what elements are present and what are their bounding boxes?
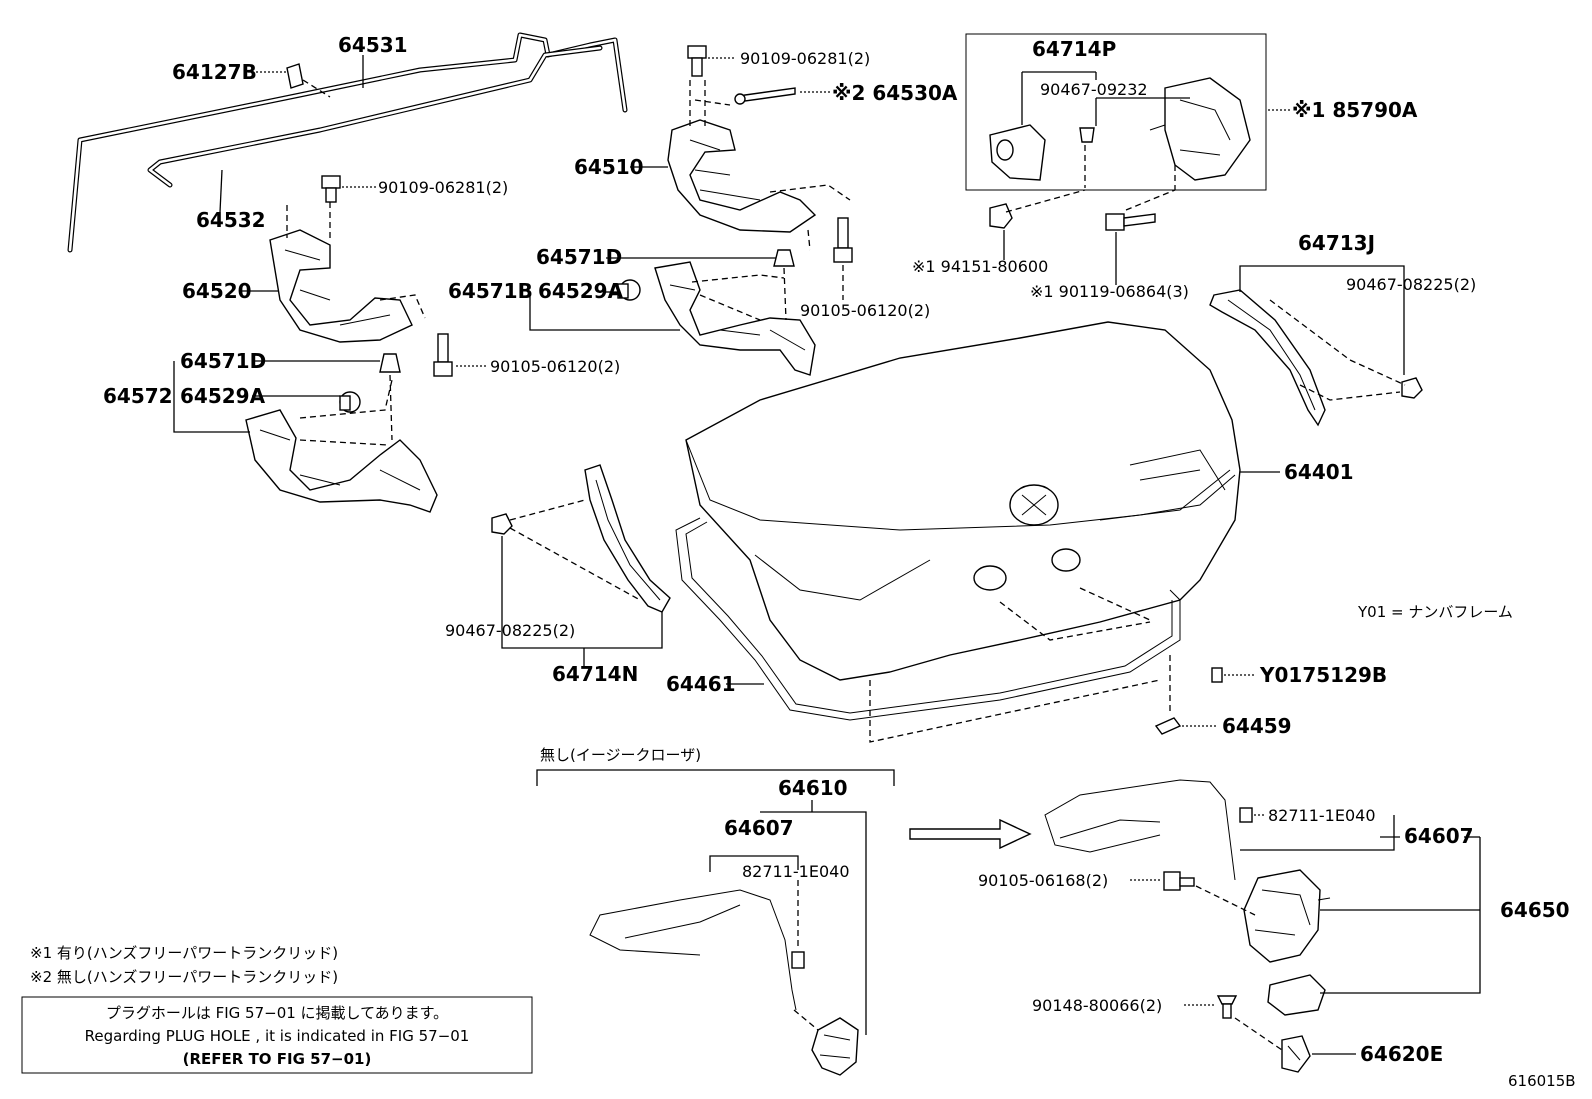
note-2: ※2 無し(ハンズフリーパワートランクリッド) (30, 968, 338, 986)
note-1: ※1 有り(ハンズフリーパワートランクリッド) (30, 944, 338, 962)
nut-94151 (989, 203, 1013, 229)
cover-64714P (989, 124, 1046, 181)
bolt-90119 (1105, 213, 1156, 231)
lock-actuator-85790A (1149, 77, 1251, 181)
label-90467-left: 90467-08225(2) (445, 621, 575, 640)
label-64572: 64572 (103, 384, 173, 408)
label-64610-lower: 64610 (778, 776, 848, 800)
bracket-64571B (654, 261, 816, 376)
plug-hole-note-jp: プラグホールは FIG 57−01 に掲載してあります。 (106, 1004, 448, 1022)
easy-closer-heading: 無し(イージークローザ) (540, 746, 701, 764)
label-64461: 64461 (666, 672, 736, 696)
plug-64459 (1154, 717, 1182, 735)
stay-rod-64530A (734, 87, 796, 105)
label-64510: 64510 (574, 155, 644, 179)
pad-64529A-lower (339, 391, 361, 413)
label-64531: 64531 (338, 33, 408, 57)
label-64607-right: 64607 (1404, 824, 1474, 848)
garnish-64714N (584, 464, 671, 613)
trunk-lid-64401 (685, 321, 1241, 681)
clip-90467-right (1401, 377, 1423, 399)
torsion-bar-64532 (147, 45, 603, 188)
clip-64127B (286, 63, 304, 89)
clip-90467-09232 (1079, 127, 1095, 143)
lock-detail-box (965, 33, 1267, 191)
label-64127B: 64127B (172, 60, 257, 84)
label-64571D-upper: 64571D (536, 245, 622, 269)
label-64714P: 64714P (1032, 37, 1116, 61)
bolt-90148 (1216, 995, 1238, 1019)
hinge-64520 (269, 229, 413, 343)
label-90105-upper: 90105-06120(2) (800, 301, 930, 320)
label-90105-lower: 90105-06120(2) (490, 357, 620, 376)
lock-64650-right (1243, 869, 1331, 963)
label-64520: 64520 (182, 279, 252, 303)
transition-arrow (909, 818, 1032, 850)
label-64607-left: 64607 (724, 816, 794, 840)
striker-64620E (1281, 1035, 1311, 1073)
plug-hole-refer: (REFER TO FIG 57−01) (183, 1050, 372, 1068)
label-90109-upper: 90109-06281(2) (740, 49, 870, 68)
label-64530A: ※2 64530A (832, 81, 958, 105)
label-64401: 64401 (1284, 460, 1354, 484)
label-90148: 90148-80066(2) (1032, 996, 1162, 1015)
number-frame-Y0175129B (1211, 667, 1223, 683)
striker-base (1267, 974, 1326, 1016)
lock-64650-left (811, 1017, 859, 1076)
label-64529A-lower: 64529A (180, 384, 266, 408)
bolt-90105-upper (833, 217, 853, 263)
label-85790A: ※1 85790A (1292, 98, 1418, 122)
label-94151: ※1 94151-80600 (912, 257, 1048, 276)
label-64532: 64532 (196, 208, 266, 232)
label-90119: ※1 90119-06864(3) (1030, 282, 1189, 301)
bracket-64572 (245, 409, 438, 513)
label-90467-09232: 90467-09232 (1040, 80, 1148, 99)
bolt-90109-lower (321, 175, 341, 203)
weatherstrip-64461 (675, 517, 1181, 721)
bolt-90109-upper (687, 45, 707, 77)
label-64713J: 64713J (1298, 231, 1375, 255)
clip-64571D-lower (379, 353, 401, 373)
label-Y0175129B: Y0175129B (1259, 663, 1387, 687)
label-64714N: 64714N (552, 662, 638, 686)
label-90467-right: 90467-08225(2) (1346, 275, 1476, 294)
cable-64607-right (1044, 779, 1253, 881)
y01-legend: Y01 = ナンバフレーム (1357, 603, 1513, 621)
garnish-64713J (1209, 289, 1326, 427)
pad-64529A-upper (617, 279, 641, 301)
bolt-90105-06168 (1163, 871, 1195, 891)
label-64650: 64650 (1500, 898, 1570, 922)
torsion-bar-64531 (67, 32, 628, 253)
label-64571B: 64571B (448, 279, 533, 303)
figure-id: 616015B (1508, 1072, 1576, 1090)
plug-hole-note-box (21, 996, 533, 1074)
plug-hole-note-en: Regarding PLUG HOLE , it is indicated in… (85, 1027, 470, 1045)
easy-closer-bracket (536, 769, 895, 786)
label-90105-06168: 90105-06168(2) (978, 871, 1108, 890)
bolt-90105-lower (433, 333, 453, 377)
label-82711-right: 82711-1E040 (1268, 806, 1376, 825)
label-64571D-lower: 64571D (180, 349, 266, 373)
label-64620E: 64620E (1360, 1042, 1443, 1066)
clip-64571D-upper (773, 249, 795, 267)
clip-90467-left (491, 513, 513, 535)
hinge-64510 (667, 119, 817, 233)
label-82711-left: 82711-1E040 (742, 862, 850, 881)
label-64459: 64459 (1222, 714, 1292, 738)
cable-64607-left (589, 889, 805, 1011)
label-64529A-upper: 64529A (538, 279, 624, 303)
label-90109-lower: 90109-06281(2) (378, 178, 508, 197)
